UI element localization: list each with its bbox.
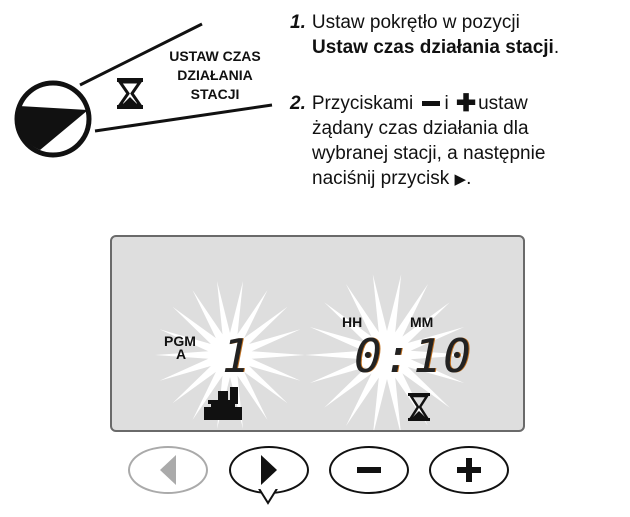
step-text: i	[444, 93, 449, 114]
step-text: Ustaw pokrętło w pozycji	[311, 12, 520, 33]
step-number: 2.	[290, 93, 306, 114]
dial-pointer-icon	[17, 106, 88, 150]
plus-icon	[457, 458, 481, 482]
plus-button[interactable]	[429, 446, 509, 494]
step-text: żądany czas działania dla	[312, 118, 529, 139]
step-text: naciśnij przycisk	[312, 168, 450, 189]
dial-label-line: STACJI	[190, 86, 240, 102]
hourglass-icon	[408, 393, 430, 421]
lcd-display: PGM A 1 HH MM 0:10	[110, 235, 525, 432]
step-2: 2.Przyciskami i ✚ustaw żądany czas dział…	[290, 91, 545, 192]
minus-icon	[357, 467, 381, 473]
step-number: 1.	[290, 12, 306, 33]
press-indicator-pointer	[256, 487, 280, 505]
step-text: Przyciskami	[311, 93, 414, 114]
run-time-display: 0:10	[354, 329, 473, 383]
program-letter: A	[176, 346, 187, 362]
pgm-label: PGM	[164, 333, 196, 349]
step-bold-text: Ustaw czas działania stacji	[312, 37, 554, 58]
minus-button[interactable]	[329, 446, 409, 494]
flash-bursts	[155, 274, 469, 430]
punctuation: .	[553, 37, 560, 58]
station-valve-icon	[204, 387, 242, 420]
right-arrow-icon	[261, 455, 277, 485]
minutes-label: MM	[410, 314, 434, 330]
flash-burst-icon	[155, 281, 305, 429]
step-1: 1.Ustaw pokrętło w pozycji Ustaw czas dz…	[290, 10, 559, 60]
minus-icon	[422, 101, 441, 107]
punctuation: .	[466, 168, 472, 189]
plus-icon: ✚	[456, 89, 477, 117]
back-button[interactable]	[128, 446, 208, 494]
flash-burst-icon	[305, 274, 469, 430]
station-number: 1	[222, 329, 252, 383]
step-text: wybranej stacji, a następnie	[312, 143, 546, 164]
dial-illustration	[14, 22, 273, 158]
dial-label-line: USTAW CZAS	[169, 48, 261, 64]
dial-position-label: USTAW CZAS DZIAŁANIA STACJI	[150, 47, 280, 104]
dial-label-line: DZIAŁANIA	[177, 67, 253, 83]
step-text: ustaw	[478, 93, 528, 114]
hours-label: HH	[342, 314, 363, 330]
right-arrow-icon: ▶	[454, 171, 467, 188]
left-arrow-icon	[160, 455, 176, 485]
hourglass-icon	[117, 78, 143, 109]
